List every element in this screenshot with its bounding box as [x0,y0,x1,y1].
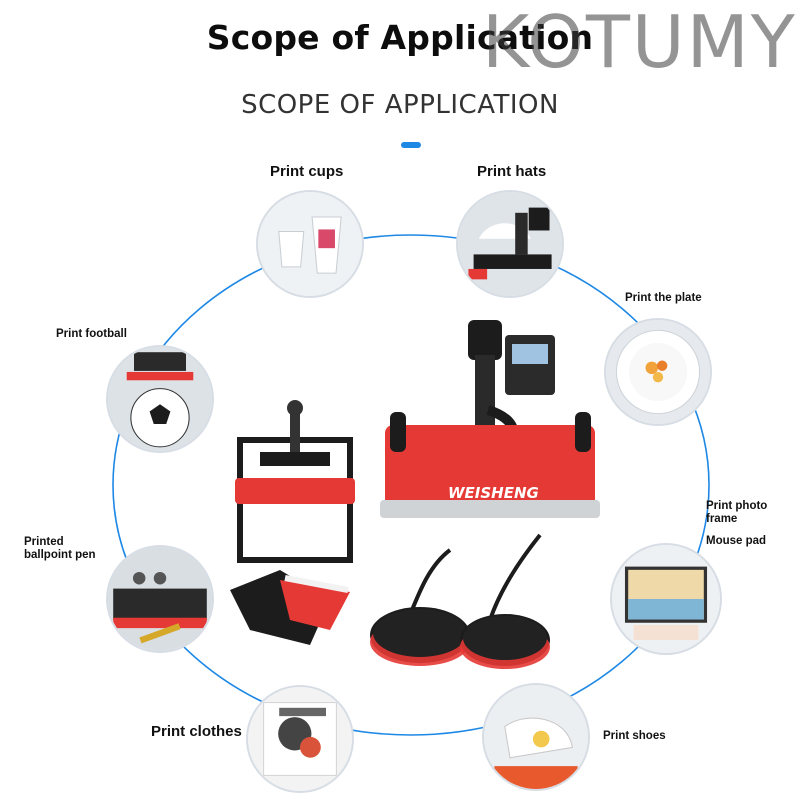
flat-press-main: WEISHENG [380,320,600,518]
clothes-photo [246,685,354,793]
machine-watermark: WEISHENG [448,484,539,502]
cups-photo [256,190,364,298]
shoes-photo [482,683,590,791]
label-mouse-pad: Mouse pad [706,535,767,547]
football-photo [106,345,214,453]
mouse-pad-photo [610,543,722,655]
heat-press-machine-image: WEISHENG [220,300,600,680]
page-title: Scope of Application [206,18,594,57]
plate-photo [604,318,712,426]
ballpoint-pen-photo [106,545,214,653]
label-print-football: Print football [56,328,127,340]
mug-press-attachment [235,400,355,563]
label-printed-ballpoint-pen: Printed ballpoint pen [24,536,96,561]
page-subtitle: SCOPE OF APPLICATION [241,90,559,120]
cap-press-attachment [230,570,350,645]
label-print-photo-frame: Print photo frame [706,500,768,525]
label-print-clothes: Print clothes [151,723,242,740]
label-print-plate: Print the plate [625,292,702,304]
brand-watermark: KOTUMY [482,0,797,84]
accent-bar [401,142,421,148]
hats-photo [456,190,564,298]
label-print-hats: Print hats [477,163,547,180]
label-print-cups: Print cups [270,163,344,180]
label-print-shoes: Print shoes [603,730,666,742]
plate-pads [370,533,550,669]
